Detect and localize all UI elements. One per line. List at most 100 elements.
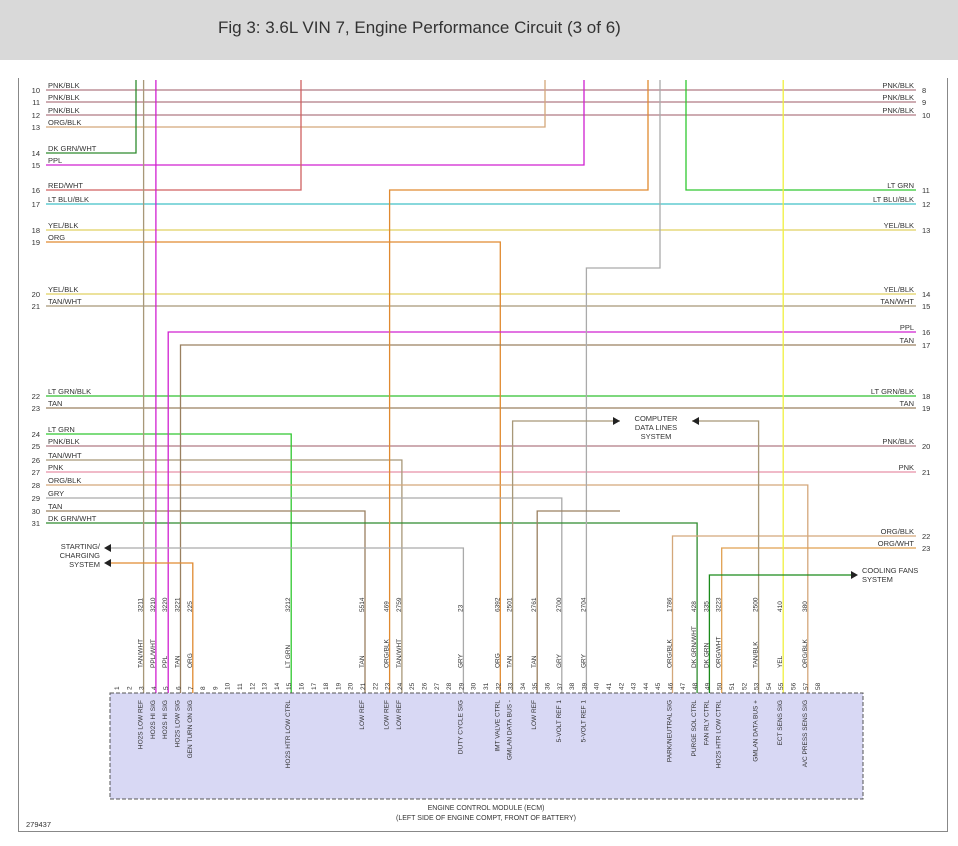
ecm-wire-color: ORG [187,653,194,668]
arrow-data-lines-right [692,417,699,425]
ecm-wire-color: ORG/BLK [384,638,391,668]
ecm-wire-color: GRY [580,653,587,668]
left-wire-label: PNK/BLK [48,81,80,90]
left-wire-number: 21 [32,302,40,311]
right-wire-label: LT GRN/BLK [871,387,914,396]
left-wire-label: TAN [48,399,62,408]
ecm-wire-color: GRY [457,653,464,668]
cooling-fans-label: COOLING FANS [862,566,918,575]
ecm-body [109,692,864,800]
right-wire-label: PNK [899,463,914,472]
right-wire-label: PNK/BLK [882,437,914,446]
diagram-frame [18,78,948,832]
wire-up-15 [46,80,585,166]
wire-gry-39 [585,80,661,693]
ecm-wire-color: TAN [531,655,538,668]
left-wire-number: 24 [32,430,40,439]
left-wire-label: GRY [48,489,64,498]
right-wire-number: 22 [922,532,930,541]
ecm-pin-number: 42 [618,682,625,690]
ecm-pin-number: 44 [643,682,650,690]
ecm-wire-color: TAN [175,655,182,668]
left-wire-label: ORG/BLK [48,118,81,127]
ecm-pin-number: 57 [803,682,810,690]
wire-ltgrn-htr [46,433,292,693]
ecm-signal-name: LOW REF [396,700,403,730]
ecm-pin-number: 54 [766,682,773,690]
ecm-circuit-number: 3220 [162,597,169,612]
ecm-circuit-number: 3210 [150,597,157,612]
ecm-signal-name: 5-VOLT REF 1 [556,700,563,743]
wire-orgblk-ac [46,484,809,693]
right-wire-number: 10 [922,111,930,120]
left-wire-number: 18 [32,226,40,235]
wire-dkgrn-fan [708,574,852,693]
wire-org-23 [388,80,649,693]
ecm-wire-color: TAN/WHT [396,639,403,668]
left-wire-label: TAN/WHT [48,297,82,306]
ecm-signal-name: HO2S HTR LOW CTRL [285,700,292,769]
ecm-signal-name: GMLAN DATA BUS + [753,700,760,762]
wire-up-13 [46,80,546,128]
ecm-signal-name: PURGE SOL CTRL [691,700,698,757]
ecm-wire-color: LT GRN [285,644,292,668]
ecm-pin-number: 48 [692,682,699,690]
left-wire-number: 31 [32,519,40,528]
arrow-starting-2 [104,559,111,567]
ecm-wire-color: ORG/WHT [716,637,723,668]
ecm-circuit-number: 2500 [753,597,760,612]
right-wire-label: PPL [900,323,914,332]
wire-tan-lowref [46,510,366,693]
ecm-circuit-number: 428 [691,601,698,612]
wire-ppl-ho2s [167,331,916,693]
right-wire-label: TAN/WHT [880,297,914,306]
ecm-pin-number: 6 [176,686,183,690]
right-wire-number: 8 [922,86,926,95]
left-wire-number: 17 [32,200,40,209]
ecm-signal-name: A/C PRESS SENS SIG [802,700,809,767]
left-wire-label: TAN [48,502,62,511]
right-wire-label: YEL/BLK [884,285,914,294]
ecm-wire-color: TAN/BLK [753,641,760,668]
ecm-signal-name: LOW REF [359,700,366,730]
right-wire-label: TAN [900,336,914,345]
ecm-circuit-number: 469 [384,601,391,612]
right-wire-label: LT GRN [887,181,914,190]
ecm-circuit-number: 2704 [580,597,587,612]
ecm-pin-number: 15 [286,682,293,690]
left-wire-label: PPL [48,156,62,165]
left-wire-number: 11 [32,98,40,107]
ecm-pin-number: 33 [508,682,515,690]
figure-id: 279437 [26,820,51,829]
ecm-signal-name: LOW REF [531,700,538,730]
ecm-pin-number: 12 [249,682,256,690]
right-wire-number: 12 [922,200,930,209]
left-wire-label: DK GRN/WHT [48,514,97,523]
ecm-pin-number: 24 [397,682,404,690]
ecm-circuit-number: 23 [457,604,464,612]
ecm-circuit-number: 410 [777,601,784,612]
left-wire-label: DK GRN/WHT [48,144,97,153]
left-wire-label: PNK/BLK [48,93,80,102]
ecm-wire-color: ORG/BLK [667,638,674,668]
right-wire-label: LT BLU/BLK [873,195,914,204]
ecm-location: (LEFT SIDE OF ENGINE COMPT, FRONT OF BAT… [396,815,576,822]
left-wire-number: 25 [32,442,40,451]
ecm-wire-color: DK GRN/WHT [691,626,698,668]
ecm-pin-number: 25 [409,682,416,690]
ecm-pin-number: 17 [311,682,318,690]
ecm-signal-name: HO2S HI SIG [162,700,169,739]
starting-charging-label: STARTING/ [61,542,101,551]
ecm-pin-number: 30 [471,682,478,690]
left-wire-label: PNK [48,463,63,472]
computer-data-lines-label: DATA LINES [635,423,677,432]
ecm-pin-number: 1 [114,686,121,690]
arrow-starting-1 [104,544,111,552]
right-wire-label: PNK/BLK [882,81,914,90]
wire-org-7 [110,562,194,693]
ecm-circuit-number: 2761 [531,597,538,612]
ecm-pin-number: 9 [212,686,219,690]
arrow-cooling-fans [851,571,858,579]
ecm-signal-name: 5-VOLT REF 1 [580,700,587,743]
